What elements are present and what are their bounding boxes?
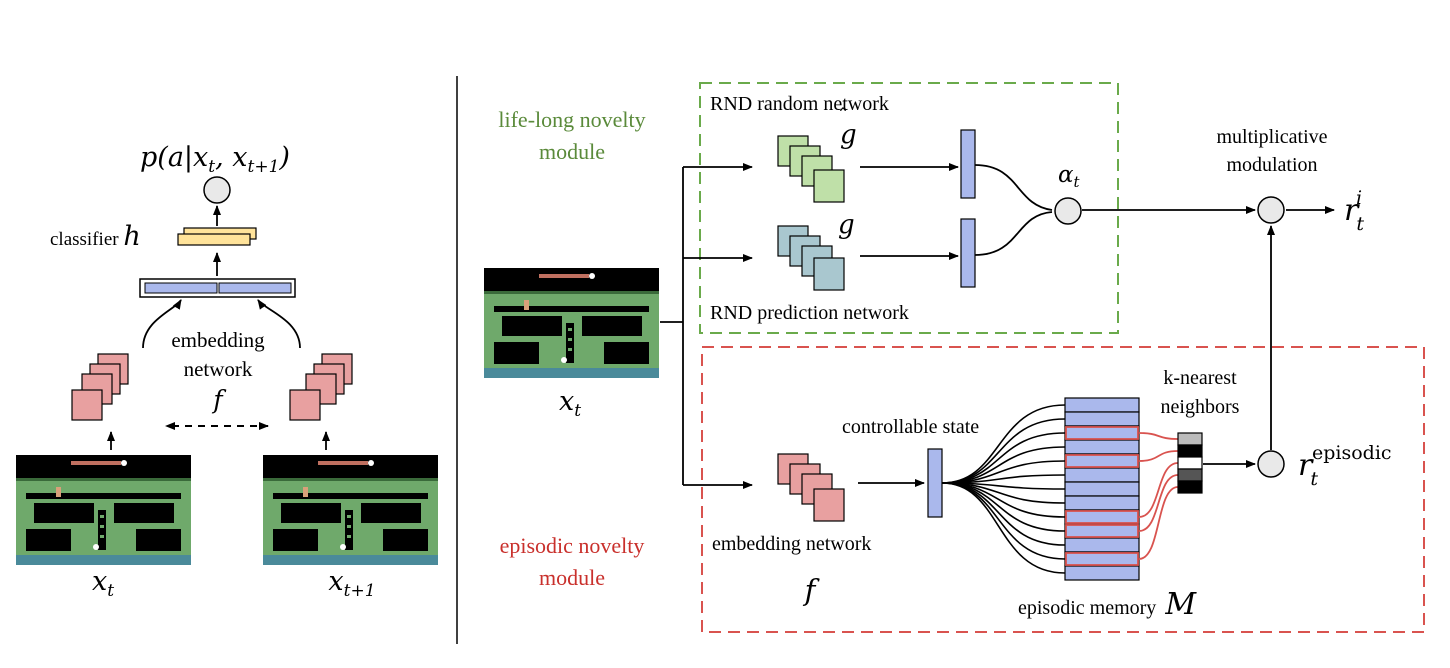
memory-slot: [1064, 425, 1140, 441]
fan-line: [941, 482, 1066, 546]
feature-stack-left: [71, 353, 129, 421]
knn-cell: [1177, 456, 1203, 470]
lifelong-module-box: [699, 82, 1119, 334]
memory-slot: [1064, 537, 1140, 553]
memory-slot-neighbor: [1065, 454, 1139, 468]
embedding-stack-episodic: [777, 453, 845, 522]
g-symbol: g: [838, 210, 855, 240]
alpha-node: [1054, 197, 1082, 225]
fan-line: [941, 446, 1066, 484]
fan-line: [941, 482, 1066, 532]
knn-connection: [1138, 432, 1179, 440]
classifier-block: [177, 227, 257, 246]
episodic-title-1: episodic novelty: [500, 533, 645, 558]
classifier-label: classifier h: [50, 221, 141, 252]
embedding-symbol-f: f: [803, 573, 821, 607]
rnd-prediction-stack: [777, 225, 845, 291]
input-frame-label: xt: [559, 386, 581, 421]
g-hat-caret: ˆ: [838, 104, 848, 128]
rnd-random-label: RND random network: [710, 93, 889, 115]
embedding-network-label-2: network: [184, 357, 253, 381]
lifelong-title-2: module: [539, 139, 605, 164]
frame-left-label: xt: [92, 566, 114, 601]
game-frame-right: [263, 455, 438, 565]
modulation-label-1: multiplicative: [1216, 126, 1327, 148]
right-panel: life-long novelty module episodic novelt…: [484, 82, 1425, 633]
curve-prediction-to-alpha: [974, 211, 1053, 256]
knn-vector: [1177, 432, 1203, 494]
modulation-node: [1257, 196, 1285, 224]
classifier-output-node: [203, 176, 231, 204]
embedding-concat-block: [139, 278, 296, 298]
episodic-title-2: module: [539, 565, 605, 590]
knn-connection: [1138, 474, 1179, 532]
modulation-label-2: modulation: [1226, 154, 1317, 176]
knn-cell: [1177, 468, 1203, 482]
knn-cell: [1177, 432, 1203, 446]
g-hat-symbol: g: [840, 120, 857, 150]
controllable-state-label: controllable state: [842, 416, 979, 438]
controllable-state-bar: [927, 448, 943, 518]
memory-slot: [1064, 509, 1140, 525]
memory-slot: [1064, 453, 1140, 469]
memory-slot: [1064, 565, 1140, 581]
memory-slot: [1064, 523, 1140, 539]
episodic-reward-node: [1257, 450, 1285, 478]
memory-slot: [1064, 411, 1140, 427]
embedding-network-label: embedding network: [712, 533, 871, 555]
knn-connection: [1138, 486, 1179, 560]
curve-right-embedding: [257, 299, 301, 349]
memory-slot: [1064, 467, 1140, 483]
curve-left-embedding: [142, 299, 182, 349]
knn-connection: [1138, 450, 1179, 462]
embedding-network-label-1: embedding: [171, 328, 265, 352]
memory-slot-neighbor: [1065, 552, 1139, 566]
game-frame-left: [16, 455, 191, 565]
fan-to-memory: [941, 404, 1066, 574]
knn-connections: [1138, 432, 1179, 560]
rnd-prediction-label: RND prediction network: [710, 302, 909, 324]
rnd-random-embedding-bar: [960, 129, 976, 199]
input-game-frame: [484, 268, 659, 378]
memory-slot-neighbor: [1065, 524, 1139, 538]
memory-slot: [1064, 481, 1140, 497]
memory-slot: [1064, 495, 1140, 511]
knn-connection: [1138, 462, 1179, 518]
knn-cell: [1177, 444, 1203, 458]
frame-right-label: xt+1: [328, 566, 375, 601]
rnd-random-stack: [777, 135, 845, 203]
curve-random-to-alpha: [974, 164, 1053, 211]
memory-slot: [1064, 439, 1140, 455]
lifelong-title-1: life-long novelty: [498, 107, 645, 132]
memory-slot-neighbor: [1065, 510, 1139, 524]
knn-label-2: neighbors: [1161, 396, 1240, 418]
episodic-memory-label: episodic memory M: [1018, 587, 1197, 622]
classifier-output-label: p(a|xt, xt+1): [140, 142, 290, 177]
embedding-symbol-f-left: f: [211, 385, 226, 414]
fan-line: [941, 482, 1066, 574]
left-panel: p(a|xt, xt+1) classifier h embedding net…: [16, 142, 438, 601]
episodic-reward-label: rtepisodic: [1298, 442, 1392, 490]
feature-stack-right: [289, 353, 353, 421]
knn-label-1: k-nearest: [1163, 367, 1237, 389]
alpha-label: αt: [1058, 162, 1081, 191]
rnd-prediction-embedding-bar: [960, 218, 976, 288]
episodic-memory: [1064, 397, 1140, 581]
episodic-module-box: [701, 346, 1425, 633]
intrinsic-reward-label: rti: [1344, 187, 1364, 235]
memory-slot: [1064, 397, 1140, 413]
knn-cell: [1177, 480, 1203, 494]
memory-slot: [1064, 551, 1140, 567]
memory-slot-neighbor: [1065, 426, 1139, 440]
